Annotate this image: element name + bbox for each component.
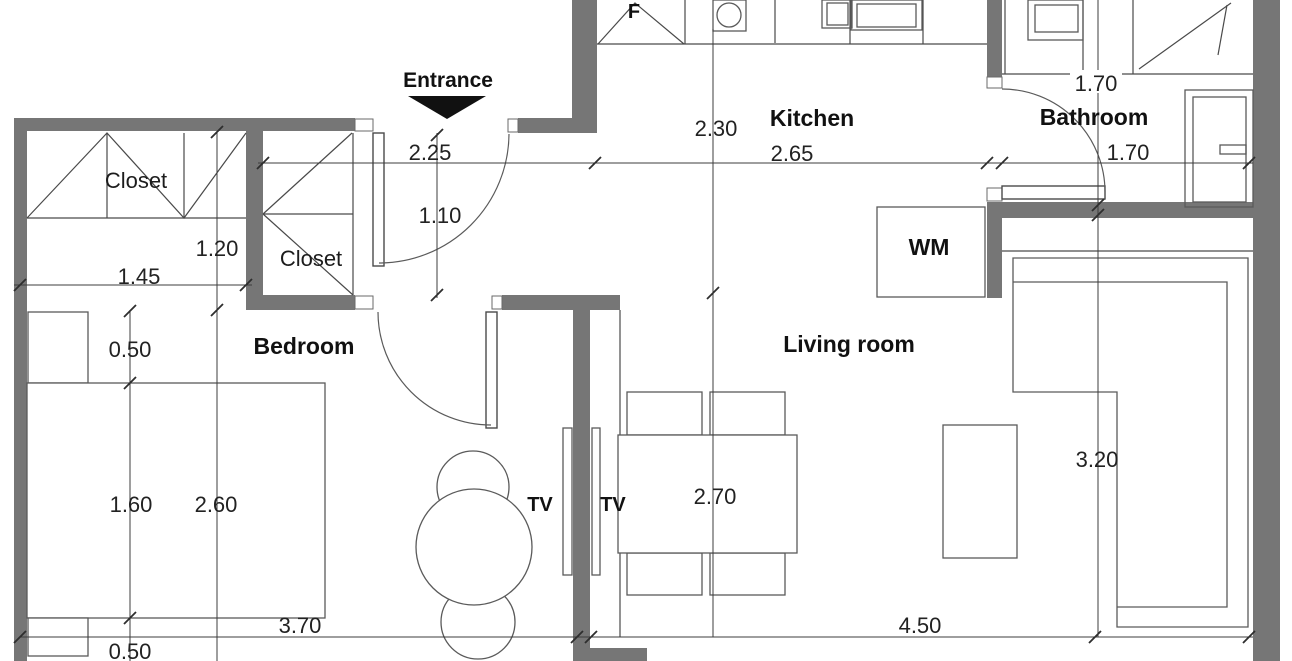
sofa-outline <box>1012 257 1249 628</box>
tv-panel-living <box>591 427 601 576</box>
room-label-living-room: Living room <box>783 331 915 357</box>
bathroom-fixtures <box>1002 0 1254 208</box>
room-label-closet-hall: Closet <box>280 246 342 271</box>
room-label-kitchen: Kitchen <box>770 105 854 131</box>
living-room-furniture <box>617 206 1253 637</box>
wall-closet-divider <box>246 131 263 310</box>
dimension-closet-depth: 1.20 <box>196 236 239 261</box>
label-tv-living: TV <box>600 494 626 516</box>
wall-bedroom-door <box>502 295 620 310</box>
jamb-bathroom-top <box>986 76 1003 89</box>
washbasin <box>1184 89 1254 208</box>
bedroom-furniture <box>26 311 601 660</box>
wall-tv-stem <box>573 310 590 648</box>
dimension-nightstand-bottom: 0.50 <box>109 639 152 661</box>
doors <box>372 88 1106 429</box>
dining-table <box>617 434 798 554</box>
wall-tv-stem-foot <box>573 648 647 661</box>
dimension-kitchen-depth: 2.30 <box>695 116 738 141</box>
room-label-bathroom: Bathroom <box>1040 104 1149 130</box>
dining-chair-bottom-right <box>709 552 786 596</box>
label-fridge: F <box>628 1 640 23</box>
washbasin-faucet-icon <box>1219 144 1247 155</box>
dimension-bedroom-length: 3.70 <box>279 613 322 638</box>
door-jambs <box>354 76 1003 310</box>
dimension-nightstand-top: 0.50 <box>109 337 152 362</box>
appliance-box <box>821 0 853 29</box>
closet-left-dividers <box>106 133 185 218</box>
closet-left-symbol <box>26 132 247 219</box>
closet-left-zigzag <box>26 132 247 219</box>
wall-kitchen-bathroom <box>987 0 1002 77</box>
dimension-table-span: 2.70 <box>694 484 737 509</box>
stove-inner <box>856 3 917 28</box>
sofa-seat-line <box>1013 281 1228 608</box>
dimension-closet-width: 1.45 <box>118 264 161 289</box>
dimension-ticks <box>13 125 1256 644</box>
labels: Entrance Kitchen Bathroom Bedroom Living… <box>105 1 1150 661</box>
wall-closet-bottom <box>246 295 355 310</box>
bathroom-door-arc <box>1001 88 1106 193</box>
wall-right-outer <box>1253 0 1280 661</box>
jamb-bedroom-left <box>354 295 374 310</box>
wall-entrance-right-horizontal <box>518 118 597 133</box>
kitchen-counter <box>597 0 987 45</box>
round-table <box>415 488 533 606</box>
dimension-kitchen-width: 2.65 <box>771 141 814 166</box>
closet-hall-diagonals <box>262 132 354 296</box>
sink-basin <box>712 0 747 32</box>
dimension-hall-depth: 1.10 <box>419 203 462 228</box>
washing-machine-box <box>876 206 986 298</box>
dimension-living-depth: 3.20 <box>1076 447 1119 472</box>
wall-left-outer <box>14 118 27 661</box>
jamb-bathroom-bottom <box>986 187 1003 202</box>
coffee-table <box>942 424 1018 559</box>
wall-entrance-right-vertical <box>572 0 597 128</box>
dimension-living-width: 4.50 <box>899 613 942 638</box>
jamb-bedroom-right <box>491 295 503 310</box>
entrance-arrow-icon <box>408 96 486 119</box>
wall-bathroom-bottom <box>987 202 1280 218</box>
dimension-entry-hall-width: 2.25 <box>409 140 452 165</box>
nightstand-top <box>27 311 89 384</box>
jamb-entrance-left <box>354 118 374 132</box>
dimension-lines <box>13 0 1256 661</box>
bedroom-door-arc <box>377 311 492 426</box>
dining-chair-top-right <box>709 391 786 436</box>
room-label-bedroom: Bedroom <box>254 333 355 359</box>
toilet-icon-inner <box>1034 4 1079 33</box>
wall-top-left <box>14 118 355 131</box>
toilet-stall-lines <box>1004 0 1084 74</box>
dimension-bedroom-span: 2.60 <box>195 492 238 517</box>
dimension-bed-width: 1.60 <box>110 492 153 517</box>
sink-bowl-icon <box>716 2 742 28</box>
entrance-door-arc <box>378 133 510 264</box>
label-tv-bedroom: TV <box>527 494 553 516</box>
label-backdrop <box>1070 70 1122 93</box>
fridge-icon <box>597 2 685 45</box>
bathroom-door-leaf <box>1001 185 1106 200</box>
closet-hall-symbol <box>262 132 354 296</box>
tv-panel-bedroom <box>562 427 573 576</box>
wall-wm-nook <box>987 202 1002 298</box>
label-washing-machine: WM <box>909 234 950 260</box>
dimension-bathroom-top: 1.70 <box>1075 71 1118 96</box>
entrance-door-leaf <box>372 132 385 267</box>
counter-dividers <box>684 0 924 44</box>
dining-chair-bottom-left <box>626 552 703 596</box>
room-label-closet-left: Closet <box>105 168 167 193</box>
appliance-box-inner <box>826 2 849 26</box>
bed <box>26 382 326 619</box>
walls <box>14 0 1280 661</box>
dining-chair-top-left <box>626 391 703 436</box>
dimension-bathroom-width: 1.70 <box>1107 140 1150 165</box>
shower-drain-icon <box>1138 2 1232 70</box>
stove <box>850 0 923 31</box>
toilet-icon <box>1027 0 1084 41</box>
bedroom-door-leaf <box>485 311 498 429</box>
room-label-entrance: Entrance <box>403 69 493 92</box>
jamb-entrance-right <box>507 118 519 133</box>
